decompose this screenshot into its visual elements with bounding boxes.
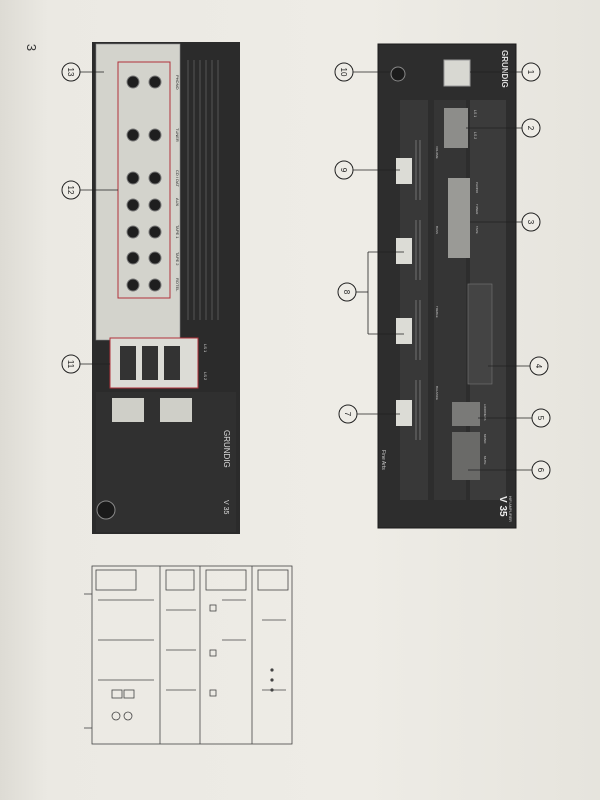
callout-8: 8 xyxy=(342,290,351,295)
callout-4: 4 xyxy=(534,364,543,369)
callout-2: 2 xyxy=(526,126,535,131)
rear-panel: GRUNDIG V 35 PHONO TUNER CD / DAT AUX TA… xyxy=(92,42,240,534)
front-label-bass: BASS xyxy=(435,226,439,234)
front-label-treble: TREBLE xyxy=(435,306,439,318)
rear-input-label-tuner: TUNER xyxy=(175,128,180,142)
rear-input-label-tape1: TAPE 1 xyxy=(175,225,180,239)
callout-3: 3 xyxy=(526,220,535,225)
front-label-volume: VOLUME xyxy=(435,146,439,159)
speaker-terminals xyxy=(120,346,180,380)
front-label-mute: MUTE xyxy=(483,456,487,465)
rear-vents xyxy=(187,60,219,320)
callout-1: 1 xyxy=(526,70,535,75)
front-model: V 35 xyxy=(497,496,508,517)
front-label-tape: TAPE xyxy=(475,226,479,234)
callouts: 1 2 3 4 5 6 7 8 9 10 11 12 13 xyxy=(61,62,551,480)
callout-11: 11 xyxy=(66,360,75,369)
front-panel: GRUNDIG V 35 HIFI AMPLIFIER Fine Arts LS… xyxy=(377,43,517,529)
front-label-loudness: LOUDNESS xyxy=(483,404,487,421)
rear-brand: GRUNDIG xyxy=(222,430,231,468)
callout-10: 10 xyxy=(339,68,348,77)
rear-speaker-label-2: LS 2 xyxy=(203,372,208,381)
rear-input-label-rotel: ROTEL xyxy=(175,278,180,292)
front-sliders xyxy=(396,158,412,426)
rear-input-label-tape2: TAPE 2 xyxy=(175,252,180,266)
front-label-ls2: LS 2 xyxy=(473,132,477,139)
front-label-ls1: LS 1 xyxy=(473,110,477,117)
callout-leaders xyxy=(80,71,532,471)
rear-input-jacks xyxy=(126,75,162,292)
front-series: Fine Arts xyxy=(380,450,386,470)
front-label-phono: PHONO xyxy=(475,182,479,194)
front-model-sub: HIFI AMPLIFIER xyxy=(508,496,512,522)
callout-6: 6 xyxy=(536,468,545,473)
rear-model: V 35 xyxy=(222,500,229,515)
callout-13: 13 xyxy=(66,68,75,77)
rear-input-label-phono: PHONO xyxy=(175,75,180,90)
rear-input-label-aux: AUX xyxy=(175,198,180,207)
callout-5: 5 xyxy=(536,416,545,421)
front-label-mono: MONO xyxy=(483,434,487,444)
front-brand: GRUNDIG xyxy=(500,50,509,88)
front-label-tuner: TUNER xyxy=(475,204,479,215)
callout-7: 7 xyxy=(343,412,352,417)
rear-input-label-cd: CD / DAT xyxy=(175,170,180,187)
callout-12: 12 xyxy=(66,186,75,195)
system-stack-drawing xyxy=(84,565,293,745)
rear-speaker-label-1: LS 1 xyxy=(203,344,208,353)
callout-9: 9 xyxy=(339,168,348,173)
front-label-balance: BALANCE xyxy=(435,386,439,400)
